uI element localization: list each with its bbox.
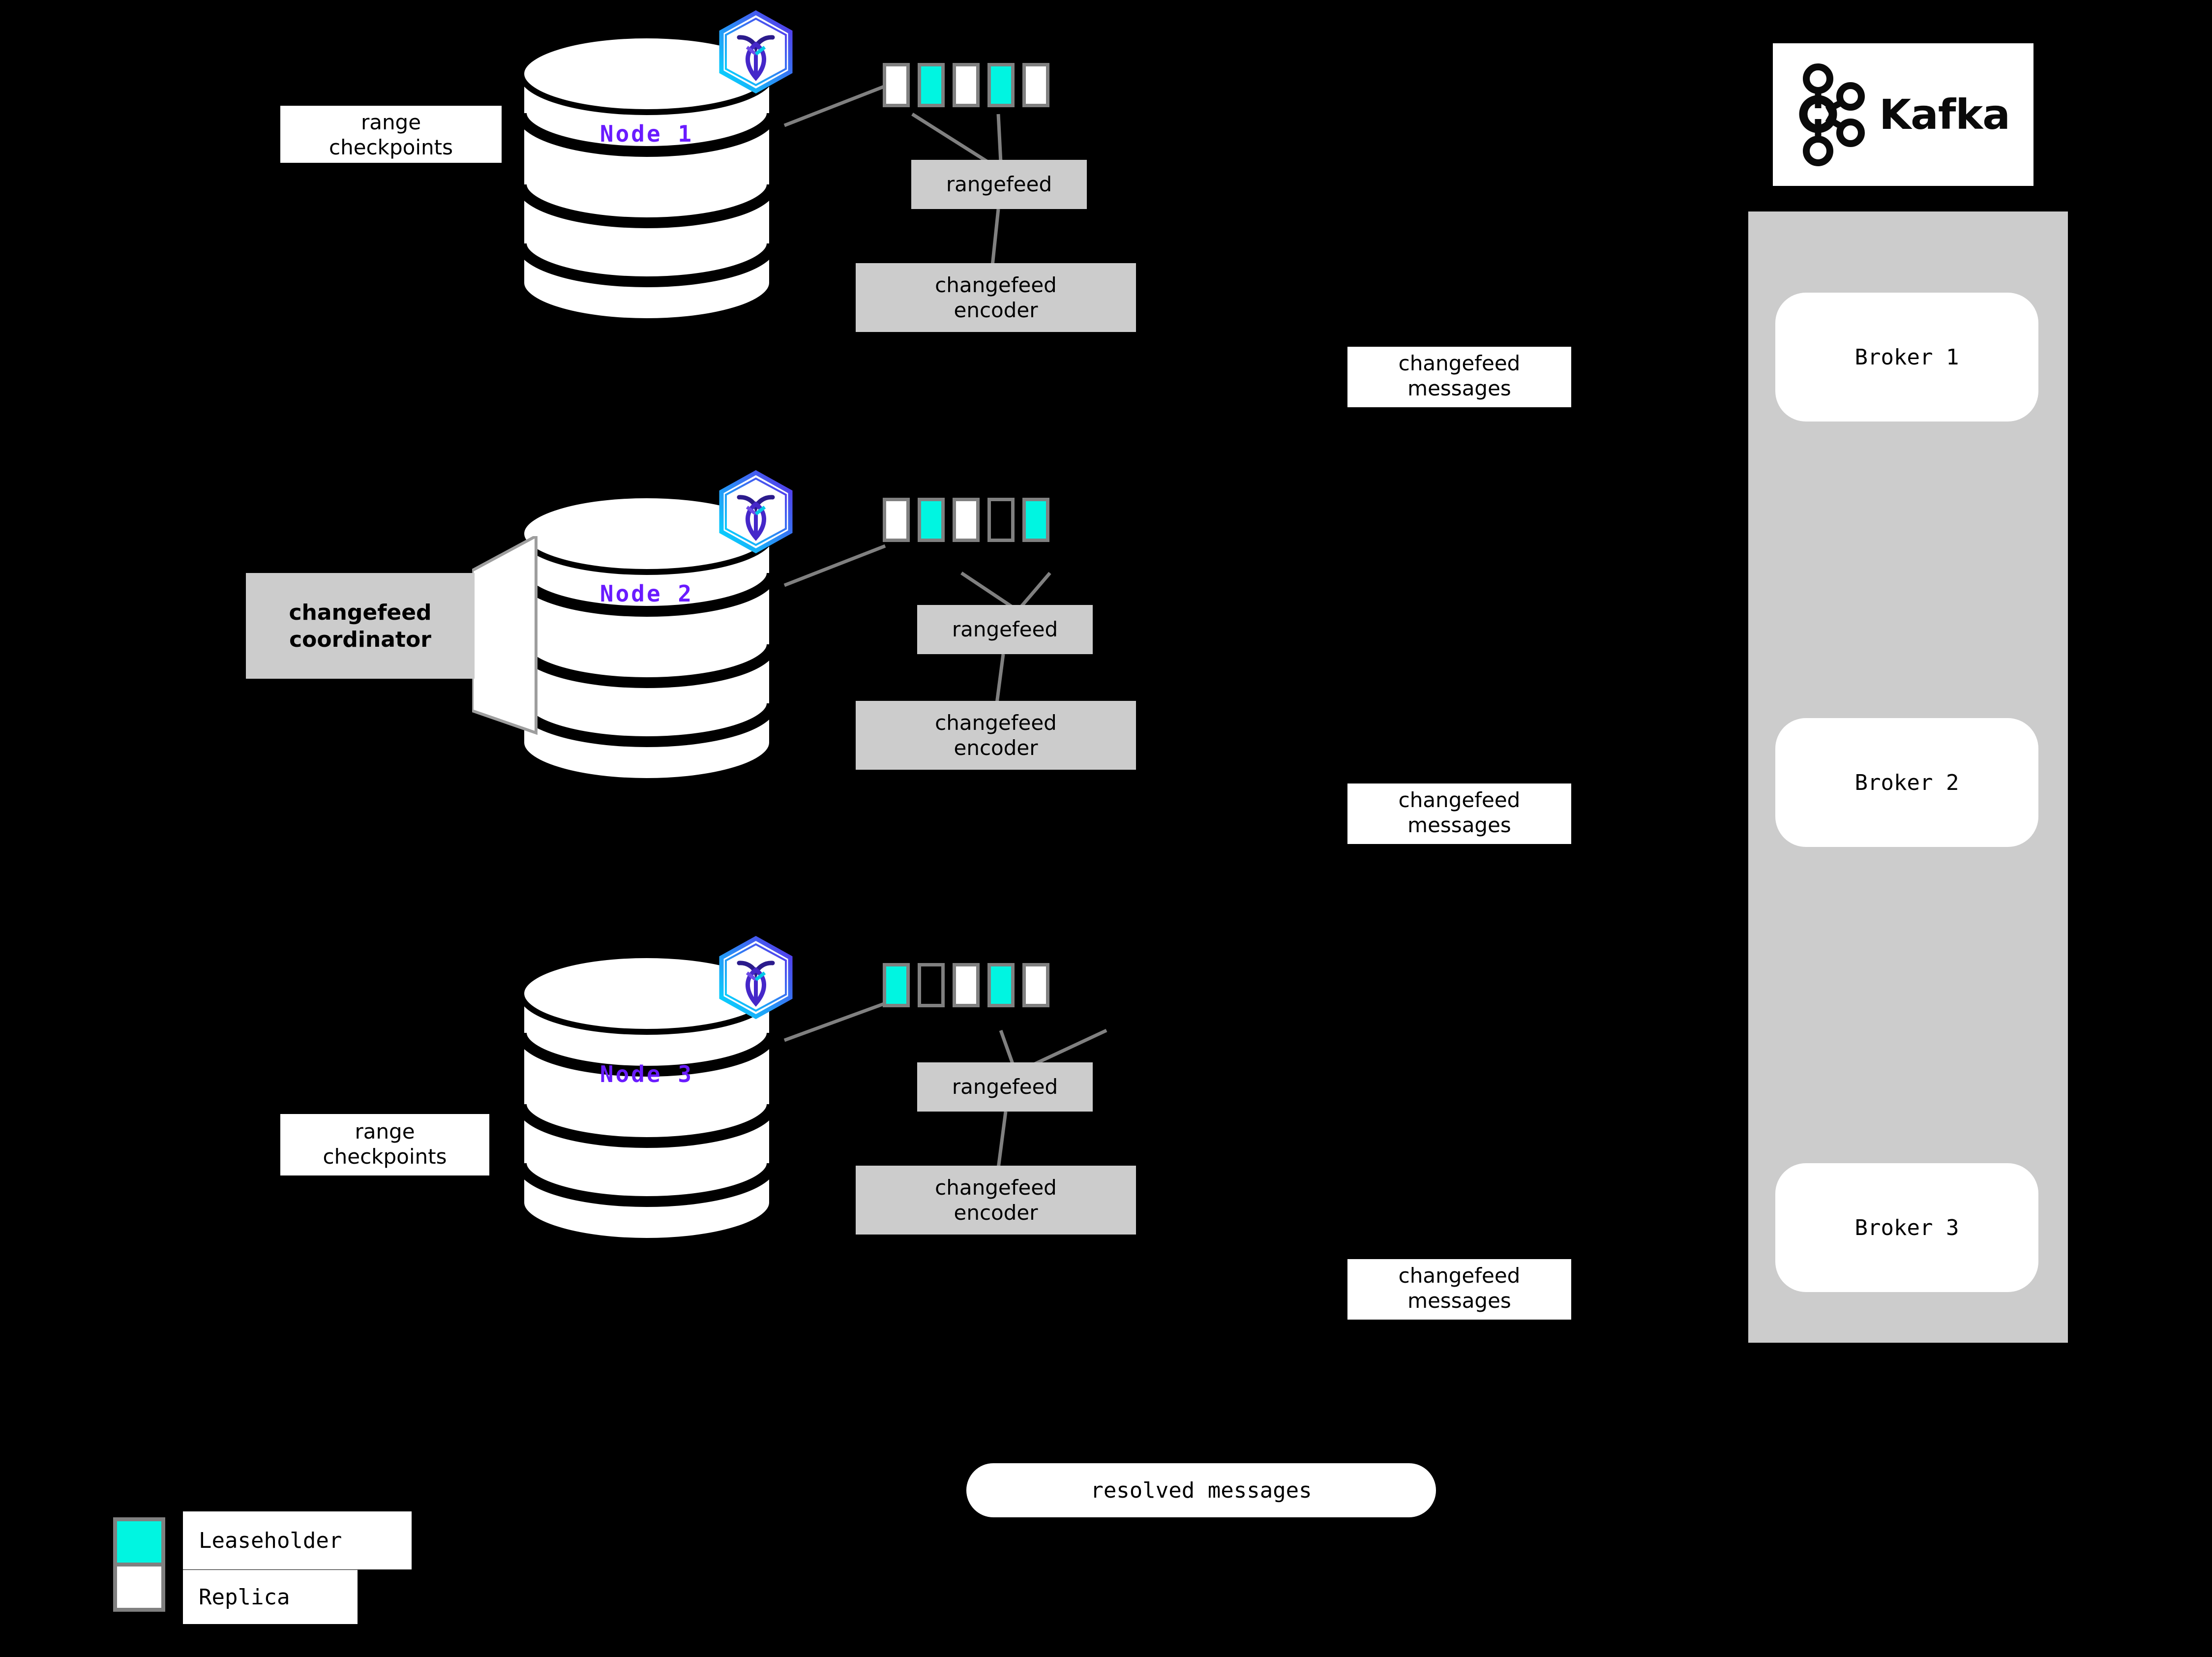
range-box[interactable] [987, 498, 1015, 542]
coordinator-line2: coordinator [289, 627, 431, 652]
changefeed-messages-line2: messages [1407, 813, 1511, 838]
range-checkpoints-line1: range [360, 110, 421, 134]
kafka-wordmark: Kafka [1879, 90, 2010, 139]
range-checkpoints-line2: checkpoints [323, 1145, 447, 1169]
encoder-label-line1: changefeed [935, 272, 1057, 297]
changefeed-coordinator-callout [471, 533, 561, 748]
range-checkpoints-top-label: range checkpoints [280, 106, 502, 163]
broker-3-box[interactable]: Broker 3 [1775, 1163, 2038, 1292]
node-2-ranges [883, 498, 1049, 542]
resolved-messages-pill[interactable]: resolved messages [966, 1463, 1436, 1517]
range-box[interactable] [918, 498, 945, 542]
node-1-rangefeed-box[interactable]: rangefeed [911, 160, 1087, 209]
node-2-cylinder: Node 2 [516, 487, 777, 789]
changefeed-messages-line2: messages [1407, 1289, 1511, 1313]
range-box[interactable] [1022, 498, 1049, 542]
changefeed-messages-label-2: changefeed messages [1347, 783, 1571, 844]
node-3-cylinder: Node 3 [516, 947, 777, 1249]
node-1-ranges [883, 63, 1049, 107]
range-checkpoints-line1: range [355, 1119, 415, 1144]
changefeed-messages-label-1: changefeed messages [1347, 347, 1571, 407]
resolved-messages-label: resolved messages [1090, 1477, 1312, 1503]
legend-swatch-replica [113, 1563, 165, 1612]
range-box[interactable] [987, 63, 1015, 107]
range-box[interactable] [1022, 963, 1049, 1007]
legend-label-replica: Replica [183, 1570, 358, 1624]
cockroachdb-hexagon-icon [716, 469, 797, 560]
rangefeed-label: rangefeed [952, 617, 1058, 642]
node-2-changefeed-encoder-box[interactable]: changefeed encoder [856, 701, 1136, 770]
node-2-rangefeed-box[interactable]: rangefeed [917, 605, 1093, 654]
broker-label: Broker 2 [1854, 770, 1959, 795]
encoder-label-line2: encoder [954, 298, 1038, 322]
legend-label-leaseholder: Leaseholder [183, 1511, 412, 1569]
cockroachdb-hexagon-icon [716, 934, 797, 1025]
range-box[interactable] [987, 963, 1015, 1007]
encoder-label-line2: encoder [954, 1201, 1038, 1225]
changefeed-messages-line1: changefeed [1398, 1264, 1521, 1288]
node-3-rangefeed-box[interactable]: rangefeed [917, 1062, 1093, 1112]
coordinator-line1: changefeed [289, 600, 432, 625]
node-2-label: Node 2 [599, 580, 694, 607]
range-box[interactable] [883, 63, 910, 107]
range-box[interactable] [883, 498, 910, 542]
changefeed-messages-line2: messages [1407, 376, 1511, 401]
range-box[interactable] [953, 963, 980, 1007]
changefeed-messages-line1: changefeed [1398, 351, 1521, 375]
changefeed-messages-line1: changefeed [1398, 788, 1521, 812]
legend-swatch-leaseholder [113, 1517, 165, 1567]
range-box[interactable] [918, 963, 945, 1007]
node-1-cylinder: Node 1 [516, 27, 777, 330]
changefeed-coordinator-box[interactable]: changefeed coordinator [246, 573, 475, 679]
broker-2-box[interactable]: Broker 2 [1775, 718, 2038, 847]
node-3-changefeed-encoder-box[interactable]: changefeed encoder [856, 1166, 1136, 1235]
range-box[interactable] [1022, 63, 1049, 107]
node-1-label: Node 1 [599, 121, 694, 147]
legend-text: Replica [199, 1584, 290, 1610]
range-checkpoints-line2: checkpoints [329, 135, 453, 160]
encoder-label-line1: changefeed [935, 1175, 1057, 1200]
range-box[interactable] [918, 63, 945, 107]
kafka-nodes-icon [1796, 61, 1870, 169]
node-1-changefeed-encoder-box[interactable]: changefeed encoder [856, 263, 1136, 332]
broker-1-box[interactable]: Broker 1 [1775, 293, 2038, 422]
cockroachdb-hexagon-icon [716, 9, 797, 100]
legend-text: Leaseholder [199, 1528, 342, 1553]
rangefeed-label: rangefeed [952, 1075, 1058, 1099]
node-3-label: Node 3 [599, 1061, 694, 1087]
rangefeed-label: rangefeed [946, 172, 1052, 197]
broker-label: Broker 1 [1854, 344, 1959, 370]
encoder-label-line1: changefeed [935, 710, 1057, 735]
changefeed-messages-label-3: changefeed messages [1347, 1259, 1571, 1320]
kafka-logo: Kafka [1773, 43, 2033, 186]
range-box[interactable] [953, 63, 980, 107]
node-3-ranges [883, 963, 1049, 1007]
broker-label: Broker 3 [1854, 1215, 1959, 1240]
range-box[interactable] [883, 963, 910, 1007]
range-checkpoints-bottom-label: range checkpoints [280, 1114, 489, 1175]
encoder-label-line2: encoder [954, 736, 1038, 760]
range-box[interactable] [953, 498, 980, 542]
